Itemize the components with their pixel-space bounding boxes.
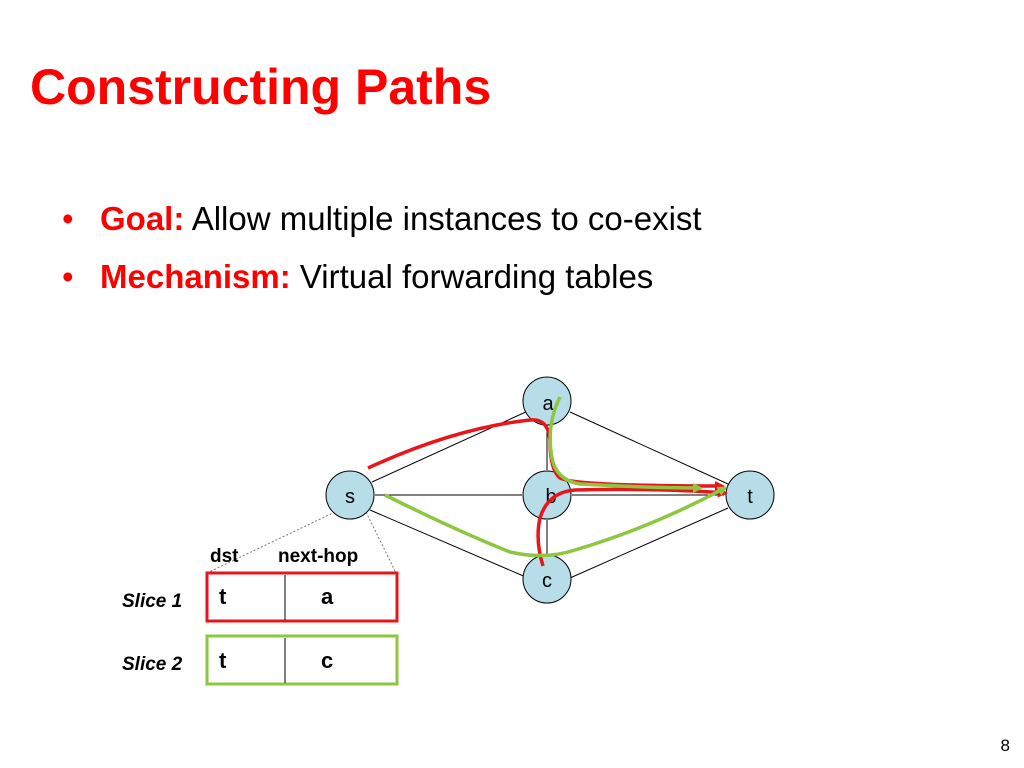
node-s: s (325, 470, 375, 520)
slice1-dst-cell: t (219, 584, 227, 609)
bullet-mechanism: • Mechanism: Virtual forwarding tables (62, 248, 702, 306)
edge-s-a (371, 410, 529, 483)
slice1-next-hop-cell: a (321, 584, 334, 609)
node-c-label: c (542, 570, 552, 592)
slice2-dst-cell: t (219, 648, 227, 673)
node-s-circle (325, 470, 375, 520)
page-number: 8 (1000, 736, 1010, 755)
bullet-dot-icon: • (62, 200, 74, 237)
bullet-mechanism-key: Mechanism: (100, 258, 291, 295)
slice2-label: Slice 2 (122, 654, 183, 675)
node-t: t (725, 470, 775, 520)
slice2-path-s-c-t (384, 486, 728, 558)
slice2-path-a-b-t (548, 396, 703, 493)
slice2-table (205, 634, 399, 686)
bullet-list: • Goal: Allow multiple instances to co-e… (62, 190, 702, 306)
slice2-next-hop-cell: c (321, 648, 333, 673)
edge-s-c (369, 509, 529, 579)
table-header-dst: dst (210, 546, 239, 567)
edge-a-t (569, 411, 729, 485)
edge-c-t (569, 507, 729, 579)
bullet-goal: • Goal: Allow multiple instances to co-e… (62, 190, 702, 248)
bullet-goal-text: Allow multiple instances to co-exist (191, 200, 702, 237)
slice1-label: Slice 1 (122, 591, 182, 612)
table-header-next-hop: next-hop (278, 546, 358, 567)
bullet-goal-key: Goal: (100, 200, 185, 237)
node-b-circle (522, 470, 572, 520)
node-a-label: a (542, 393, 554, 415)
slice1-table (205, 571, 399, 623)
node-c: c (522, 554, 572, 604)
node-s-label: s (345, 486, 355, 508)
node-a: a (522, 376, 572, 426)
bullet-mechanism-text: Virtual forwarding tables (299, 258, 654, 295)
node-b: b (522, 470, 572, 520)
node-t-label: t (747, 486, 753, 508)
bullet-dot-icon: • (62, 258, 74, 295)
table-projection-lines (206, 511, 397, 574)
slide-title: Constructing Paths (30, 59, 492, 115)
node-b-label: b (545, 486, 556, 508)
slice1-path-c-b-t (536, 487, 728, 567)
projection-line-right (365, 511, 397, 574)
